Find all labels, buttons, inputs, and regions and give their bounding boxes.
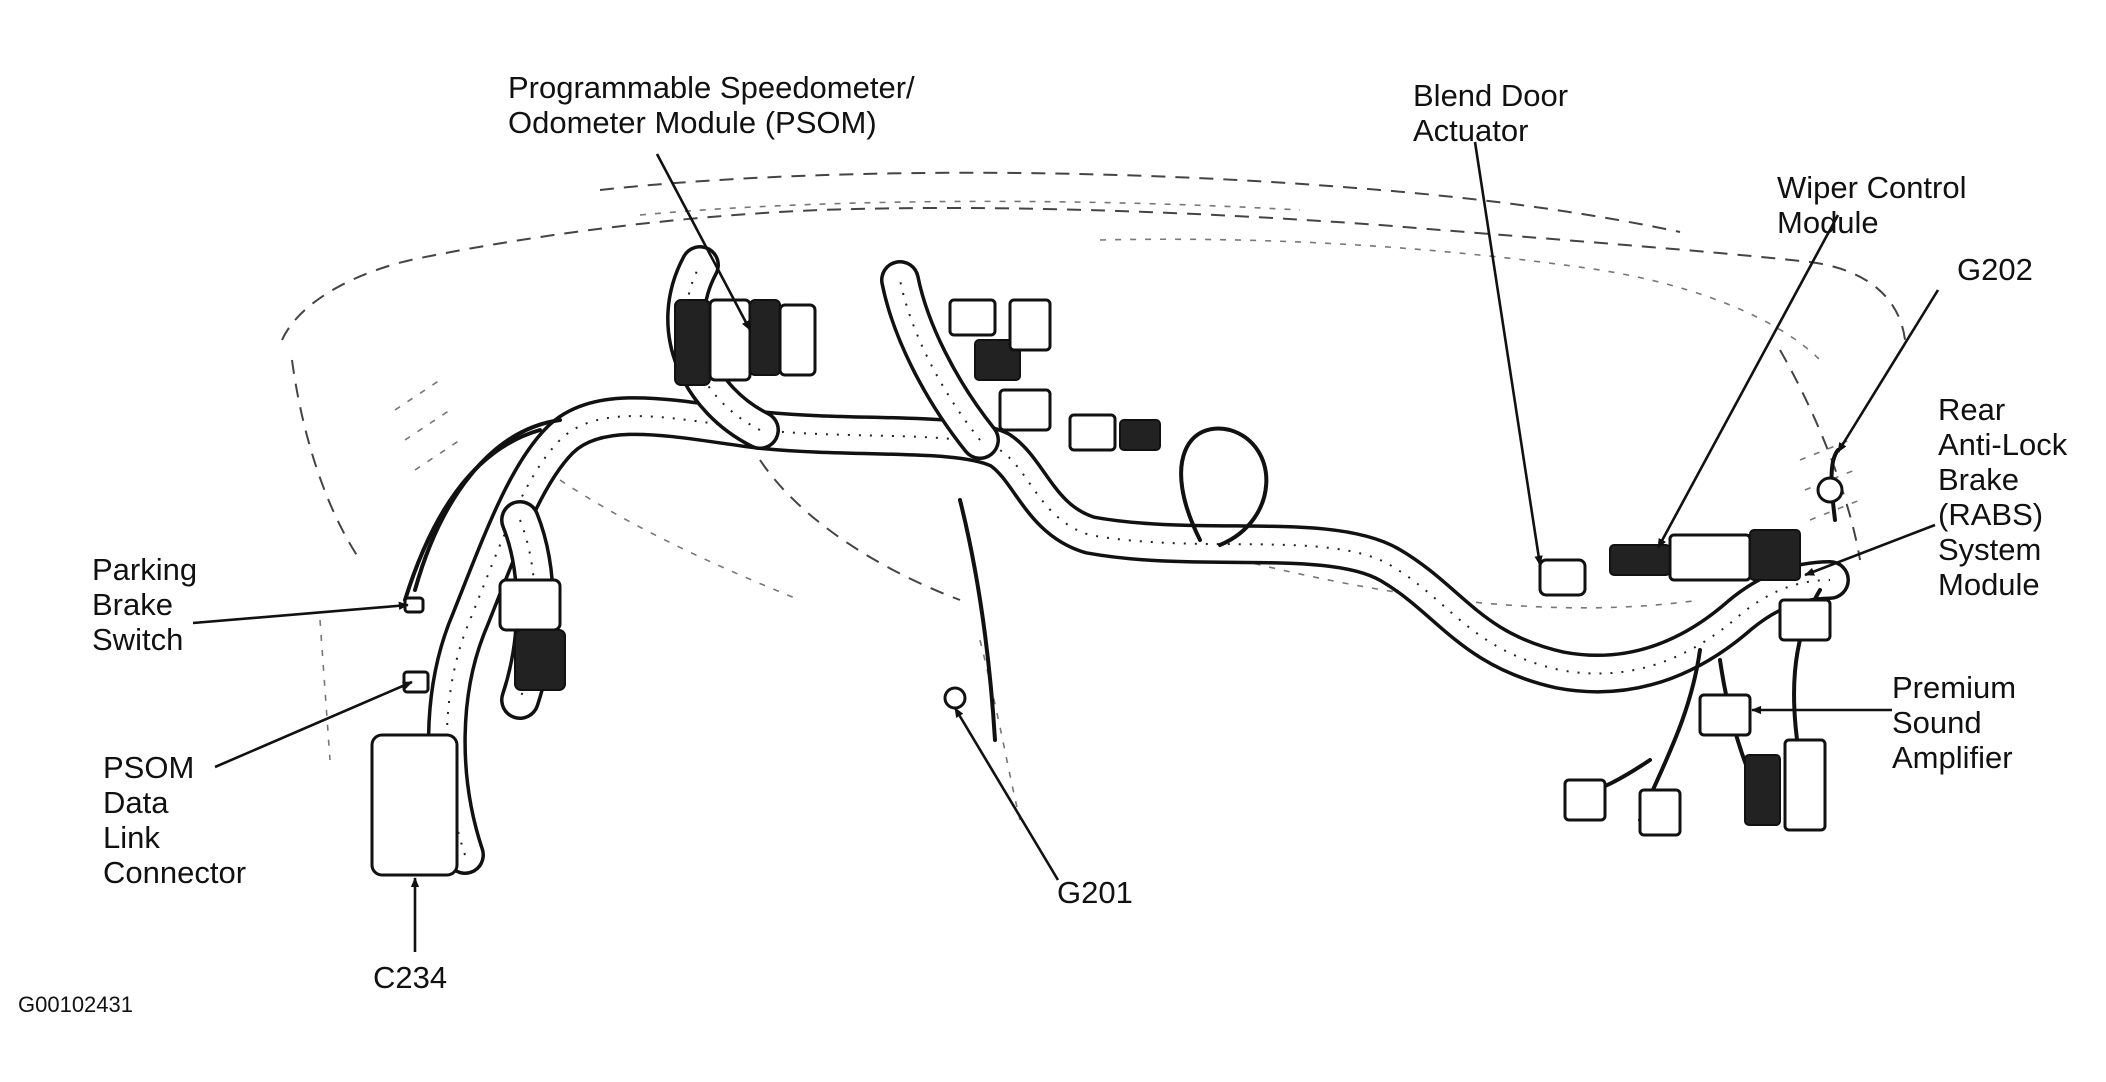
branch-wires [403, 418, 1840, 822]
label-premium-line3: Amplifier [1892, 740, 2013, 775]
label-blend-door-line2: Actuator [1413, 113, 1529, 148]
label-rabs-line4: (RABS) [1938, 497, 2044, 532]
label-rabs-line6: Module [1938, 567, 2040, 602]
dashboard-outline [281, 171, 1906, 821]
label-dlc-line2: Data [103, 785, 169, 820]
label-dlc-line3: Link [103, 820, 160, 855]
label-g201: G201 [1057, 875, 1133, 910]
label-rabs-line1: Rear [1938, 392, 2006, 427]
label-dlc-line4: Connector [103, 855, 247, 890]
label-premium-line1: Premium [1892, 670, 2017, 705]
label-blend-door-line1: Blend Door [1413, 78, 1569, 113]
label-g202-line1: G202 [1957, 252, 2033, 287]
label-rabs-module: Rear Anti-Lock Brake (RABS) System Modul… [1938, 392, 2067, 602]
label-rabs-line3: Brake [1938, 462, 2019, 497]
label-premium-sound-amplifier: Premium Sound Amplifier [1892, 670, 2016, 775]
label-parking-brake-line2: Brake [92, 587, 173, 622]
leader-lines [192, 141, 1940, 952]
label-wiper-line1: Wiper Control [1777, 170, 1967, 205]
label-psom-data-link-connector: PSOM Data Link Connector [103, 750, 246, 890]
figure-id: G00102431 [18, 992, 133, 1017]
label-rabs-line5: System [1938, 532, 2042, 567]
label-parking-brake-line1: Parking [92, 552, 198, 587]
label-c234-line1: C234 [373, 960, 448, 995]
label-psom: Programmable Speedometer/ Odometer Modul… [508, 70, 915, 140]
label-c234: C234 [373, 960, 447, 995]
components [370, 298, 1844, 877]
label-dlc-line1: PSOM [103, 750, 195, 785]
label-rabs-line2: Anti-Lock [1938, 427, 2068, 462]
label-g202: G202 [1957, 252, 2033, 287]
label-parking-brake-line3: Switch [92, 622, 184, 657]
label-psom-line2: Odometer Module (PSOM) [508, 105, 877, 140]
label-premium-line2: Sound [1892, 705, 1982, 740]
label-parking-brake-switch: Parking Brake Switch [92, 552, 197, 657]
label-g201-line1: G201 [1057, 875, 1133, 910]
label-wiper-line2: Module [1777, 205, 1879, 240]
label-wiper-control-module: Wiper Control Module [1777, 170, 1967, 240]
label-blend-door-actuator: Blend Door Actuator [1413, 78, 1568, 148]
label-psom-line1: Programmable Speedometer/ [508, 70, 915, 105]
